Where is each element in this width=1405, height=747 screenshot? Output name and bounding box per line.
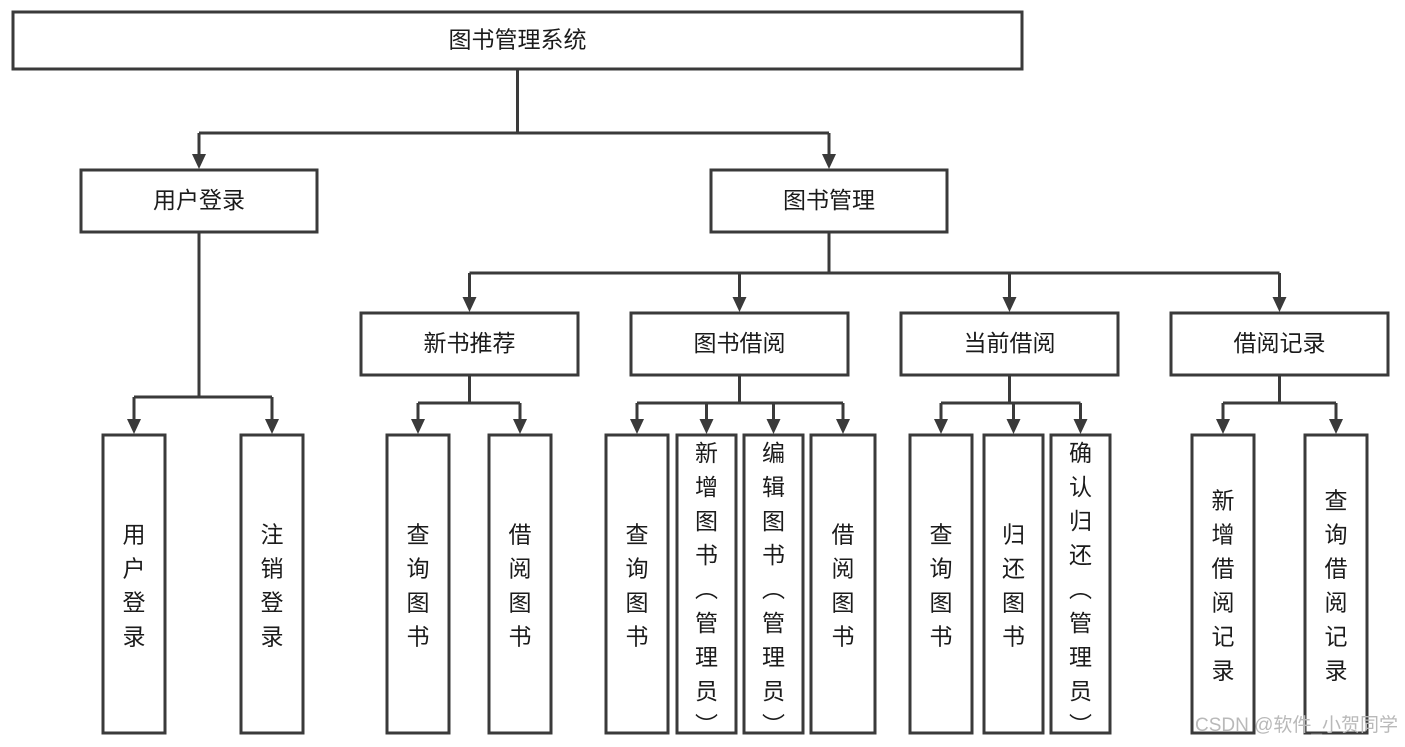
node-box-book-management[interactable]	[709, 168, 949, 234]
node-new-book-recommend[interactable]: 新书推荐	[359, 311, 580, 377]
node-label-book-borrow: 图书借阅	[694, 330, 786, 356]
node-leaf-current-confirm-return[interactable]: 确认归还︵管理员︶	[1049, 433, 1112, 738]
arrow-head-icon	[1272, 297, 1287, 312]
node-leaf-recommend-borrow-book[interactable]: 借阅图书	[487, 433, 553, 735]
node-box-leaf-borrow-borrow-book[interactable]	[809, 433, 877, 735]
arrow-head-icon	[630, 419, 644, 434]
node-label-leaf-current-query-book: 查询图书	[930, 522, 953, 650]
node-leaf-user-logout[interactable]: 注销登录	[239, 433, 305, 735]
arrow-head-icon	[732, 297, 747, 312]
node-box-leaf-borrow-add-book[interactable]	[675, 433, 738, 735]
node-box-user-login[interactable]	[79, 168, 319, 234]
node-label-leaf-borrow-edit-book: 编辑图书︵管理员︶	[762, 440, 785, 738]
node-root[interactable]: 图书管理系统	[11, 10, 1024, 71]
arrow-head-icon	[836, 419, 850, 434]
arrow-head-icon	[127, 419, 141, 434]
node-box-leaf-record-query[interactable]	[1303, 433, 1369, 735]
node-label-leaf-user-login: 用户登录	[123, 522, 146, 650]
arrow-head-icon	[934, 419, 948, 434]
node-box-borrow-record[interactable]	[1169, 311, 1390, 377]
node-box-leaf-current-return-book[interactable]	[982, 433, 1045, 735]
node-book-borrow[interactable]: 图书借阅	[629, 311, 850, 377]
arrow-head-icon	[265, 419, 279, 434]
node-label-leaf-current-return-book: 归还图书	[1002, 522, 1025, 650]
arrow-head-icon	[822, 154, 836, 169]
node-label-borrow-record: 借阅记录	[1234, 330, 1326, 356]
arrow-head-icon	[1073, 419, 1088, 434]
node-leaf-borrow-query-book[interactable]: 查询图书	[604, 433, 670, 735]
node-label-leaf-record-add: 新增借阅记录	[1212, 488, 1235, 684]
node-label-leaf-recommend-borrow-book: 借阅图书	[509, 522, 532, 650]
node-box-current-borrow[interactable]	[899, 311, 1120, 377]
node-box-leaf-recommend-query-book[interactable]	[385, 433, 451, 735]
node-boxes: 图书管理系统用户登录图书管理新书推荐图书借阅当前借阅借阅记录用户登录注销登录查询…	[11, 10, 1390, 738]
node-box-leaf-current-query-book[interactable]	[908, 433, 974, 735]
node-label-leaf-current-confirm-return: 确认归还︵管理员︶	[1069, 440, 1092, 738]
node-box-leaf-user-login[interactable]	[101, 433, 167, 735]
arrow-head-icon	[1002, 297, 1017, 312]
arrow-head-icon	[192, 154, 206, 169]
node-leaf-record-add[interactable]: 新增借阅记录	[1190, 433, 1256, 735]
node-leaf-current-return-book[interactable]: 归还图书	[982, 433, 1045, 735]
arrow-head-icon	[699, 419, 714, 434]
arrow-head-icon	[513, 419, 527, 434]
arrow-head-icon	[411, 419, 425, 434]
arrow-head-icon	[462, 297, 477, 312]
connector-lines	[127, 69, 1343, 434]
node-leaf-current-query-book[interactable]: 查询图书	[908, 433, 974, 735]
node-box-root[interactable]	[11, 10, 1024, 71]
node-box-leaf-borrow-query-book[interactable]	[604, 433, 670, 735]
node-label-new-book-recommend: 新书推荐	[424, 330, 516, 356]
arrow-head-icon	[1216, 419, 1230, 434]
node-box-leaf-user-logout[interactable]	[239, 433, 305, 735]
node-label-leaf-record-query: 查询借阅记录	[1325, 488, 1348, 684]
node-label-leaf-recommend-query-book: 查询图书	[407, 522, 430, 650]
node-leaf-borrow-add-book[interactable]: 新增图书︵管理员︶	[675, 433, 738, 738]
arrow-head-icon	[1329, 419, 1343, 434]
node-leaf-borrow-edit-book[interactable]: 编辑图书︵管理员︶	[742, 433, 805, 738]
node-box-leaf-record-add[interactable]	[1190, 433, 1256, 735]
node-box-leaf-borrow-edit-book[interactable]	[742, 433, 805, 735]
arrow-head-icon	[766, 419, 781, 434]
node-leaf-recommend-query-book[interactable]: 查询图书	[385, 433, 451, 735]
node-box-new-book-recommend[interactable]	[359, 311, 580, 377]
node-user-login[interactable]: 用户登录	[79, 168, 319, 234]
node-leaf-record-query[interactable]: 查询借阅记录	[1303, 433, 1369, 735]
arrow-head-icon	[1006, 419, 1021, 434]
node-label-book-management: 图书管理	[783, 187, 875, 213]
node-box-book-borrow[interactable]	[629, 311, 850, 377]
node-borrow-record[interactable]: 借阅记录	[1169, 311, 1390, 377]
node-label-user-login: 用户登录	[153, 187, 245, 213]
node-label-leaf-borrow-query-book: 查询图书	[626, 522, 649, 650]
node-label-root: 图书管理系统	[449, 27, 587, 53]
node-current-borrow[interactable]: 当前借阅	[899, 311, 1120, 377]
node-leaf-borrow-borrow-book[interactable]: 借阅图书	[809, 433, 877, 735]
node-book-management[interactable]: 图书管理	[709, 168, 949, 234]
node-box-leaf-recommend-borrow-book[interactable]	[487, 433, 553, 735]
node-label-leaf-user-logout: 注销登录	[261, 522, 284, 650]
node-label-leaf-borrow-borrow-book: 借阅图书	[832, 522, 855, 650]
node-label-leaf-borrow-add-book: 新增图书︵管理员︶	[695, 440, 718, 738]
csdn-watermark: CSDN @软件_小贺同学	[1195, 714, 1398, 736]
node-leaf-user-login[interactable]: 用户登录	[101, 433, 167, 735]
node-label-current-borrow: 当前借阅	[964, 330, 1056, 356]
node-box-leaf-current-confirm-return[interactable]	[1049, 433, 1112, 735]
